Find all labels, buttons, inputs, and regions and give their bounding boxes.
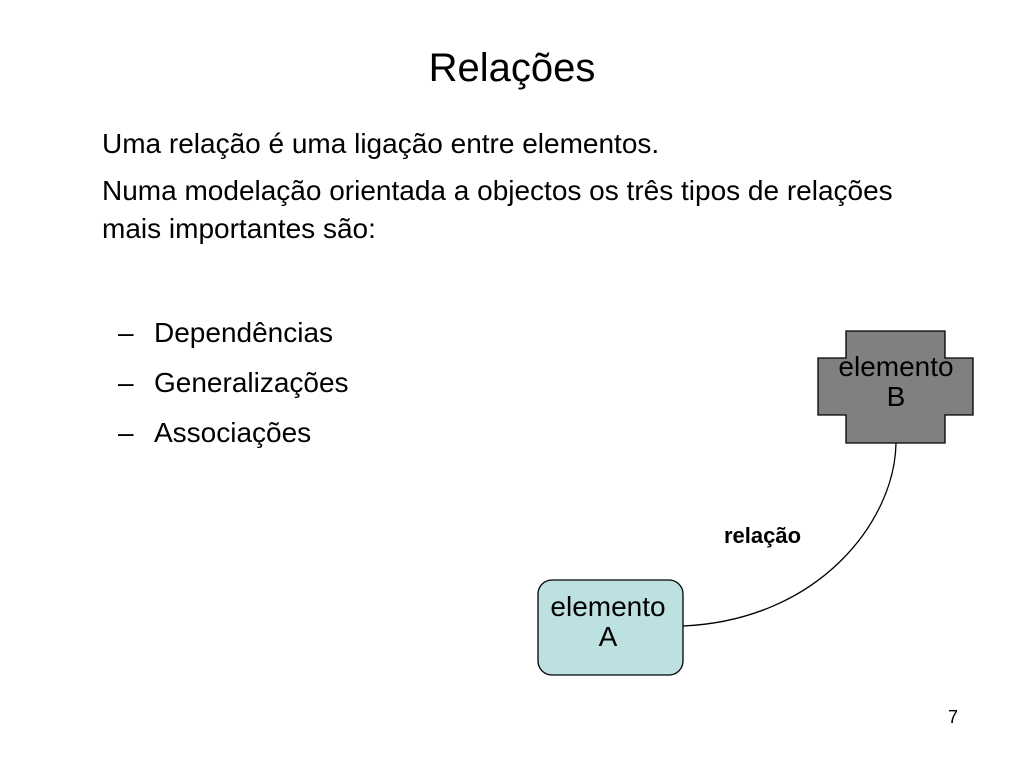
bullet-dash: – (118, 367, 134, 398)
slide-title: Relações (428, 46, 596, 90)
element-b-label-line1: elemento (838, 351, 954, 382)
element-b-shape (817, 330, 974, 444)
bullet-generalizations: Generalizações (154, 367, 349, 398)
list-item: – Dependências (118, 313, 349, 363)
bullet-dash: – (118, 317, 134, 348)
list-item: – Generalizações (118, 363, 349, 413)
element-a-label-line1: elemento (550, 591, 666, 622)
bullet-dash: – (118, 417, 134, 448)
element-a-shape (537, 579, 684, 676)
relation-label: relação (724, 523, 802, 548)
element-b-label-line2: B (886, 381, 906, 412)
element-b-label: elemento B (818, 352, 974, 412)
paragraph-relation-types: Numa modelação orientada a objectos os t… (102, 175, 893, 244)
list-item: – Associações (118, 413, 349, 463)
bullet-associations: Associações (154, 417, 312, 448)
page-number: 7 (948, 707, 959, 727)
paragraph-definition: Uma relação é uma ligação entre elemento… (102, 128, 660, 159)
relation-connector (682, 442, 897, 627)
bullet-dependencies: Dependências (154, 317, 334, 348)
element-a-label-line2: A (598, 621, 618, 652)
element-a-label: elemento A (533, 592, 683, 652)
relation-types-list: – Dependências – Generalizações – Associ… (118, 313, 349, 463)
